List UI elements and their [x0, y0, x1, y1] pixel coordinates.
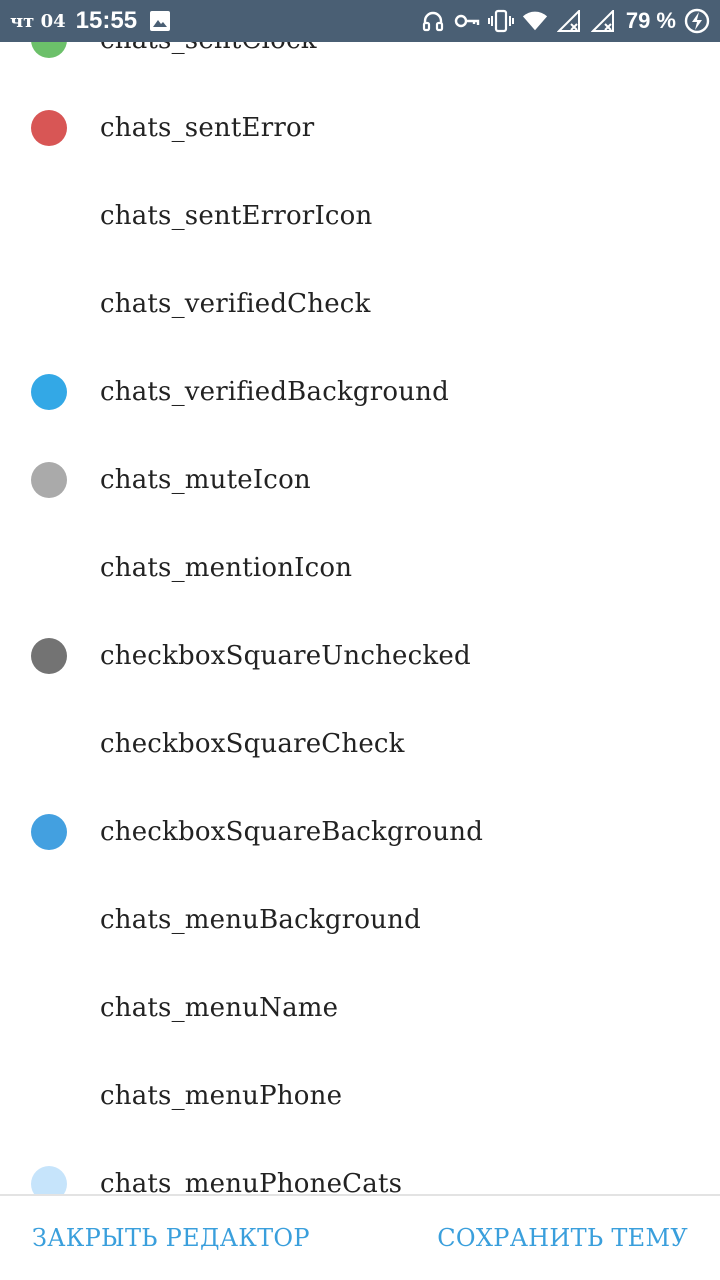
- list-item[interactable]: checkboxSquareUnchecked: [0, 612, 720, 700]
- list-item[interactable]: chats_sentErrorIcon: [0, 172, 720, 260]
- list-item[interactable]: chats_verifiedCheck: [0, 260, 720, 348]
- bottom-action-bar: ЗАКРЫТЬ РЕДАКТОР СОХРАНИТЬ ТЕМУ: [0, 1194, 720, 1280]
- list-item-label: chats_muteIcon: [100, 465, 311, 495]
- list-item-label: chats_mentionIcon: [100, 553, 353, 583]
- list-item-label: chats_menuBackground: [100, 905, 421, 935]
- list-item[interactable]: chats_sentError: [0, 84, 720, 172]
- color-swatch: [31, 110, 67, 146]
- battery-charging-icon: [684, 8, 710, 34]
- list-item-label: chats_sentError: [100, 113, 315, 143]
- wifi-icon: [522, 8, 548, 34]
- vibrate-icon: [487, 8, 514, 34]
- list-item-label: chats_verifiedCheck: [100, 289, 371, 319]
- list-item-label: checkboxSquareCheck: [100, 729, 405, 759]
- list-item-label: chats_verifiedBackground: [100, 377, 449, 407]
- battery-percent: 79 %: [625, 8, 676, 33]
- color-swatch: [31, 374, 67, 410]
- image-icon: [147, 8, 173, 34]
- signal-icon: [556, 8, 582, 34]
- status-right: 79 %: [420, 8, 710, 34]
- signal-icon: [590, 8, 616, 34]
- list-item[interactable]: chats_menuPhone: [0, 1052, 720, 1140]
- theme-color-list: chats_sentClockchats_sentErrorchats_sent…: [0, 22, 720, 1202]
- vpn-key-icon: [454, 8, 480, 34]
- status-bar: чт 04 15:55: [0, 0, 720, 42]
- list-item-label: chats_menuName: [100, 993, 339, 1023]
- color-swatch: [31, 462, 67, 498]
- color-swatch: [31, 638, 67, 674]
- headphones-icon: [420, 8, 446, 34]
- color-swatch: [31, 814, 67, 850]
- list-item-label: checkboxSquareUnchecked: [100, 641, 471, 671]
- list-item-label: chats_menuPhone: [100, 1081, 343, 1111]
- status-time: 15:55: [75, 7, 138, 34]
- list-item[interactable]: chats_mentionIcon: [0, 524, 720, 612]
- close-editor-button[interactable]: ЗАКРЫТЬ РЕДАКТОР: [32, 1224, 310, 1252]
- list-item[interactable]: checkboxSquareCheck: [0, 700, 720, 788]
- list-item-label: checkboxSquareBackground: [100, 817, 484, 847]
- list-item[interactable]: chats_menuName: [0, 964, 720, 1052]
- status-left: чт 04 15:55: [10, 7, 173, 35]
- list-item-label: chats_sentErrorIcon: [100, 201, 373, 231]
- list-item[interactable]: chats_muteIcon: [0, 436, 720, 524]
- list-item[interactable]: chats_menuBackground: [0, 876, 720, 964]
- save-theme-button[interactable]: СОХРАНИТЬ ТЕМУ: [437, 1224, 688, 1252]
- status-day: чт 04: [10, 10, 66, 32]
- list-item[interactable]: chats_verifiedBackground: [0, 348, 720, 436]
- list-item[interactable]: checkboxSquareBackground: [0, 788, 720, 876]
